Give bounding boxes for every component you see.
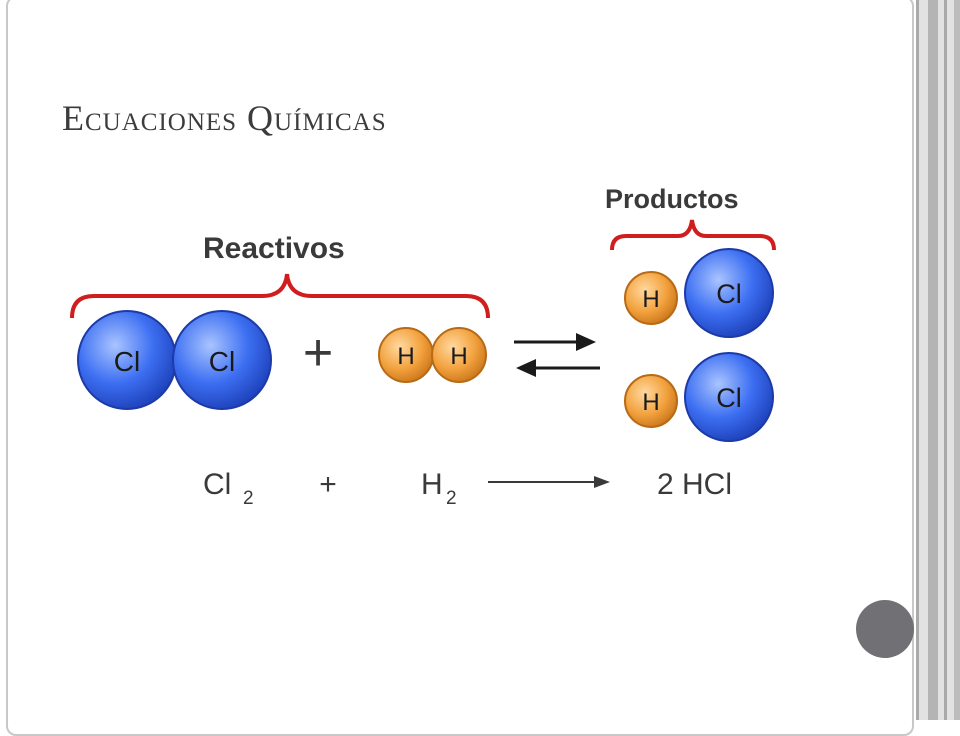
slide-title: Ecuaciones Químicas [62,98,387,138]
equation-plus: + [319,468,337,501]
hydrogen-atom-label: H [397,343,414,370]
equation-reactant-2-subscript: 2 [446,488,457,509]
reactants-label: Reactivos [203,232,345,265]
equation-arrow-head [594,476,610,488]
equation-reactant-1-subscript: 2 [243,488,254,509]
hydrogen-molecule: H H [378,327,487,383]
chlorine-molecule: Cl Cl [77,310,272,410]
equation-reactant-2: H [421,468,443,501]
chemical-equation: Cl 2 + H 2 2 HCl [203,468,732,509]
edge-bar [928,0,938,720]
edge-bar [944,0,947,720]
hydrogen-atom [624,374,678,428]
chlorine-atom [684,352,774,442]
edge-bar [954,0,960,720]
hydrogen-chloride-molecule: H Cl [624,248,774,338]
hydrogen-atom [431,327,487,383]
products-label: Productos [605,184,739,214]
chlorine-atom-label: Cl [716,279,742,309]
equation-product: 2 HCl [657,468,732,501]
chlorine-atom-label: Cl [716,383,742,413]
hydrogen-atom-label: H [450,343,467,370]
chlorine-atom [172,310,272,410]
products-brace [610,219,776,251]
chlorine-atom-label: Cl [209,346,235,377]
equation-reactant-1: Cl [203,468,231,501]
hydrogen-atom-label: H [642,389,659,416]
reaction-diagram: Reactivos Productos Cl Cl + H H H Cl H C… [70,184,776,509]
reactants-brace [70,273,490,319]
slide-nav-dot [856,600,914,658]
hydrogen-atom-label: H [642,286,659,313]
chlorine-atom-label: Cl [114,346,140,377]
slide-edge-decoration [916,0,960,720]
chlorine-atom [684,248,774,338]
plus-sign: + [303,324,333,382]
edge-bar [916,0,919,720]
equilibrium-arrows-icon [514,333,600,377]
hydrogen-chloride-molecule: H Cl [624,352,774,442]
hydrogen-atom [624,271,678,325]
